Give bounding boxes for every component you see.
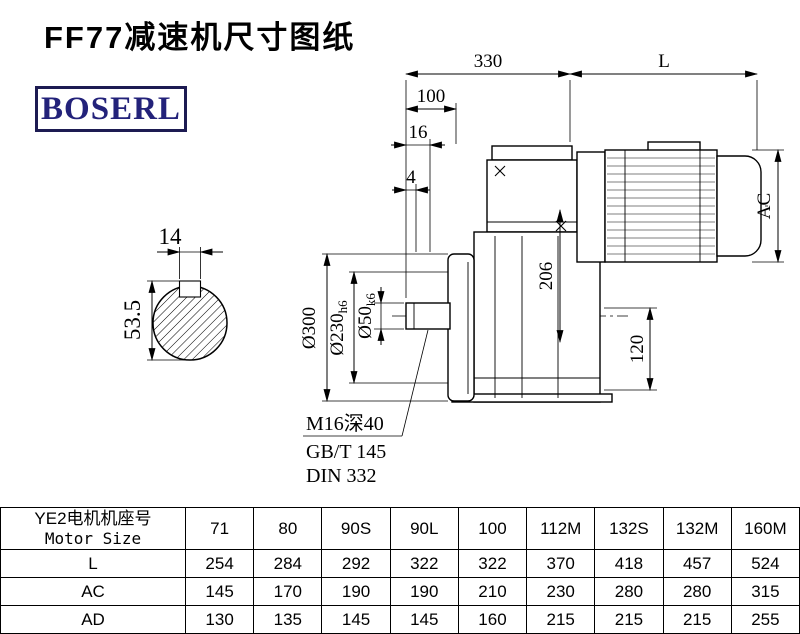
cell: 145 xyxy=(321,605,391,634)
column-header-112m: 112M xyxy=(526,507,596,550)
column-header-160m: 160M xyxy=(730,507,800,550)
motor-size-header: YE2电机机座号 Motor Size xyxy=(0,507,186,550)
table-row-L: L 254 284 292 322 322 370 418 457 524 xyxy=(0,549,800,578)
brand-logo-text: BOSERL xyxy=(41,90,181,127)
row-label: L xyxy=(0,549,186,578)
dim-spigot-label: Ø230h6 xyxy=(327,300,350,356)
dim-key-width-label: 14 xyxy=(159,224,183,249)
cell: 190 xyxy=(321,577,391,606)
dimension-spigot: Ø230h6 xyxy=(327,270,448,385)
cell: 370 xyxy=(526,549,596,578)
cell: 145 xyxy=(389,605,459,634)
cell: 292 xyxy=(321,549,391,578)
table-row-AC: AC 145 170 190 190 210 230 280 280 315 xyxy=(0,577,800,606)
dim-100-label: 100 xyxy=(417,86,446,107)
cell: 524 xyxy=(730,549,800,578)
dimension-L: L xyxy=(568,51,759,150)
motor-side-view xyxy=(576,141,762,263)
cell: 254 xyxy=(184,549,255,578)
dim-4-label: 4 xyxy=(406,167,416,188)
cell: 418 xyxy=(594,549,664,578)
column-header-132s: 132S xyxy=(594,507,664,550)
shaft-section-view: 14 53.5 xyxy=(120,224,228,362)
dimension-4: 4 xyxy=(392,167,430,252)
cell: 280 xyxy=(594,577,664,606)
dim-206-label: 206 xyxy=(536,262,557,291)
dim-16-label: 16 xyxy=(409,122,428,143)
dimension-drawing: 14 53.5 330 L 100 1 xyxy=(120,51,784,487)
dim-120-label: 120 xyxy=(627,335,648,364)
column-header-132m: 132M xyxy=(662,507,732,550)
cell: 160 xyxy=(457,605,528,634)
cell: 230 xyxy=(526,577,596,606)
dimension-16: 16 xyxy=(391,122,445,252)
table-row-AD: AD 130 135 145 145 160 215 215 215 255 xyxy=(0,605,800,634)
cell: 255 xyxy=(730,605,800,634)
cell: 210 xyxy=(457,577,528,606)
column-header-71: 71 xyxy=(184,507,255,550)
cell: 280 xyxy=(662,577,732,606)
note-thread: M16深40 xyxy=(306,412,384,435)
cell: 215 xyxy=(594,605,664,634)
dim-330-label: 330 xyxy=(474,51,503,72)
dimension-120: 120 xyxy=(604,306,657,392)
dim-key-depth-label: 53.5 xyxy=(120,300,145,340)
cell: 130 xyxy=(184,605,255,634)
cell: 284 xyxy=(253,549,323,578)
cell: 322 xyxy=(457,549,528,578)
page-title: FF77减速机尺寸图纸 xyxy=(44,20,356,55)
dimension-AC: AC xyxy=(752,148,784,264)
table-header-row: YE2电机机座号 Motor Size 71 80 90S 90L 100 11… xyxy=(0,507,800,550)
column-header-90s: 90S xyxy=(321,507,391,550)
thread-callout: M16深40 GB/T 145 DIN 332 xyxy=(303,329,429,487)
dim-shaft-label: Ø50k6 xyxy=(355,293,378,339)
dim-flange-od-label: Ø300 xyxy=(299,307,320,349)
cell: 190 xyxy=(389,577,459,606)
dimension-flange-od: Ø300 xyxy=(299,252,448,403)
dimension-100: 100 xyxy=(404,86,458,144)
motor-fins xyxy=(607,157,715,255)
dimension-206: 206 xyxy=(536,208,564,344)
column-header-80: 80 xyxy=(253,507,323,550)
column-header-100: 100 xyxy=(457,507,528,550)
cell: 215 xyxy=(662,605,732,634)
brand-logo: BOSERL xyxy=(35,86,187,132)
row-label: AC xyxy=(0,577,186,606)
note-din-standard: DIN 332 xyxy=(306,465,377,487)
dimension-shaft: Ø50k6 xyxy=(355,287,404,345)
row-label: AD xyxy=(0,605,186,634)
column-header-90l: 90L xyxy=(389,507,459,550)
cell: 170 xyxy=(253,577,323,606)
motor-size-header-en: Motor Size xyxy=(44,529,142,549)
motor-size-header-cn: YE2电机机座号 xyxy=(34,508,152,528)
cell: 135 xyxy=(253,605,323,634)
dim-L-label: L xyxy=(658,51,670,72)
cell: 322 xyxy=(389,549,459,578)
dimension-table: YE2电机机座号 Motor Size 71 80 90S 90L 100 11… xyxy=(0,507,800,634)
cell: 145 xyxy=(184,577,255,606)
cell: 215 xyxy=(526,605,596,634)
cell: 457 xyxy=(662,549,732,578)
note-gb-standard: GB/T 145 xyxy=(306,441,386,463)
dim-AC-label: AC xyxy=(754,193,775,219)
cell: 315 xyxy=(730,577,800,606)
keyway xyxy=(178,280,202,298)
